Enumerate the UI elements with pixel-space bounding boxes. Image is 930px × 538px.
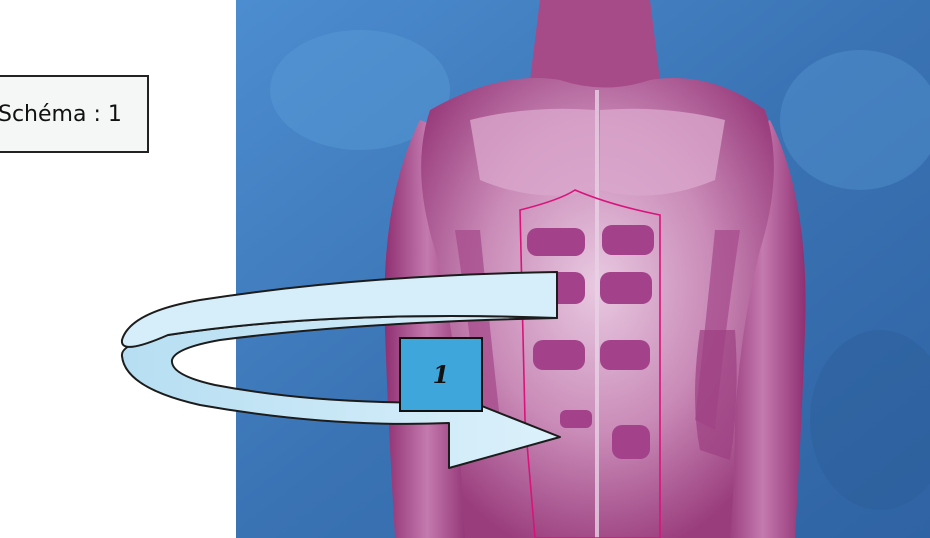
step-number-box: 1 [399,337,483,412]
step-number: 1 [433,360,450,389]
diagram-title-box: Schéma : 1 [0,75,149,153]
chest-left [470,109,595,196]
diagram-title: Schéma : 1 [0,102,122,127]
chest-right [600,109,725,196]
neck [530,0,660,93]
